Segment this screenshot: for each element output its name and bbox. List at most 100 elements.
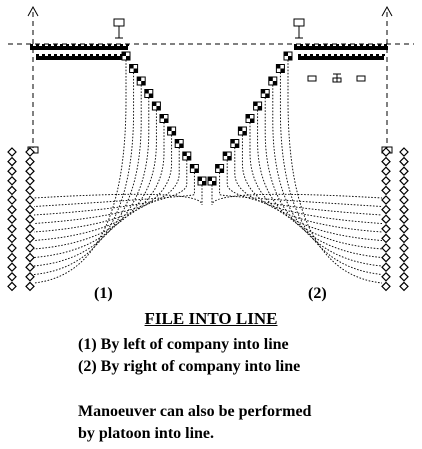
front-rank-left-tick (84, 44, 87, 46)
static-art (8, 5, 414, 154)
file-figure-right-fill-a (230, 139, 235, 144)
file-soldier-left (25, 243, 35, 253)
second-rank-left-tick (60, 54, 63, 56)
second-rank-left-tick (66, 54, 69, 56)
file-soldier-left (25, 271, 35, 282)
front-rank-left-tick (36, 44, 39, 46)
file-soldier-left (7, 281, 17, 292)
file-figure-right-fill-b (242, 131, 247, 135)
file-figure-left-fill-b (186, 156, 191, 160)
file-soldier-left (7, 204, 17, 215)
front-rank-left (30, 46, 128, 50)
file-soldier-right (381, 223, 391, 234)
wheel-path-left (33, 85, 142, 267)
file-figure-right-fill-b (288, 56, 292, 60)
front-rank-left-tick (78, 44, 81, 46)
wheel-path-left (33, 135, 173, 233)
front-rank-right-tick (348, 44, 351, 46)
front-rank-right-tick (294, 44, 297, 46)
note-line-2: by platoon into line. (78, 425, 215, 442)
file-soldier-left (7, 166, 17, 177)
file-figure-right-fill-a (276, 64, 281, 69)
front-rank-left-tick (30, 44, 33, 46)
wheel-path-right (279, 72, 383, 275)
wheel-path-right (234, 147, 383, 224)
file-soldier-right (399, 281, 409, 292)
file-figure-left-fill-a (182, 152, 187, 156)
file-figure-left-fill-b (126, 56, 130, 60)
second-rank-left-tick (42, 54, 45, 56)
file-soldier-right (399, 214, 409, 225)
file-figure-right-fill-a (253, 102, 258, 106)
file-soldier-right (381, 281, 391, 292)
second-rank-right-tick (310, 54, 313, 56)
second-rank-right-tick (346, 54, 349, 56)
file-soldier-right (381, 243, 391, 253)
front-rank-right-tick (342, 44, 345, 46)
front-rank-left-tick (102, 44, 105, 46)
front-rank-left-tick (48, 44, 51, 46)
file-soldier-left (25, 166, 35, 177)
file-soldier-left (7, 243, 17, 253)
file-figure-left-fill-a (198, 177, 202, 181)
file-figure-right-fill-a (284, 52, 288, 56)
file-soldier-left (7, 156, 17, 167)
file-soldier-right (381, 195, 391, 205)
front-rank-right-tick (366, 44, 369, 46)
file-figure-left-fill-a (144, 89, 149, 94)
file-soldier-right (399, 166, 409, 177)
front-rank-right (294, 46, 388, 50)
file-figure-right-fill-a (268, 77, 273, 81)
file-soldier-left (7, 147, 17, 157)
second-rank-left-tick (90, 54, 93, 56)
front-rank-left-tick (42, 44, 45, 46)
file-soldier-left (25, 175, 35, 186)
file-figure-right-fill-b (272, 81, 277, 85)
wheel-path-left (33, 72, 135, 275)
file-figure-left-fill-a (175, 139, 180, 144)
file-figure-left-fill-a (167, 127, 172, 131)
front-rank-left-tick (126, 44, 129, 46)
file-soldier-left (25, 262, 35, 273)
file-soldier-left (7, 195, 17, 205)
wheel-path-right (226, 160, 383, 216)
file-figure-left-fill-a (160, 114, 164, 119)
front-rank-right-tick (378, 44, 381, 46)
file-figure-left-fill-b (164, 118, 168, 123)
file-figure-left-fill-a (137, 77, 142, 81)
front-rank-right-tick (300, 44, 303, 46)
file-soldier-right (381, 204, 391, 215)
file-soldier-left (25, 156, 35, 167)
second-rank-left-tick (54, 54, 57, 56)
second-rank-right-tick (304, 54, 307, 56)
front-rank-left-tick (108, 44, 111, 46)
file-soldier-right (399, 262, 409, 273)
front-rank-right-tick (354, 44, 357, 46)
wheel-path-left (33, 110, 157, 250)
wheel-path-right (264, 97, 383, 258)
file-figure-left-fill-a (190, 164, 195, 169)
second-rank-left-tick (102, 54, 105, 56)
file-soldier-right (399, 147, 409, 157)
second-rank-right-tick (334, 54, 337, 56)
diagram-title: FILE INTO LINE (144, 309, 278, 328)
second-rank-right-tick (328, 54, 331, 56)
file-soldier-left (25, 281, 35, 292)
file-soldier-right (399, 243, 409, 253)
file-soldier-left (7, 223, 17, 234)
second-rank-left-tick (72, 54, 75, 56)
second-rank-left-tick (84, 54, 87, 56)
second-rank-left-tick (96, 54, 99, 56)
file-soldier-left (25, 223, 35, 234)
wheel-path-right (241, 135, 383, 233)
file-figure-right-fill-a (238, 127, 243, 131)
file-soldier-left (25, 252, 35, 263)
file-soldier-left (7, 214, 17, 225)
file-figure-right-fill-a (223, 152, 228, 156)
wheel-path-right (219, 172, 383, 207)
wheel-path-left (33, 122, 165, 241)
wheel-path-right (257, 110, 383, 250)
file-figure-right-fill-a (208, 177, 212, 181)
second-rank-right (298, 56, 384, 60)
wheel-path-left (33, 60, 127, 284)
